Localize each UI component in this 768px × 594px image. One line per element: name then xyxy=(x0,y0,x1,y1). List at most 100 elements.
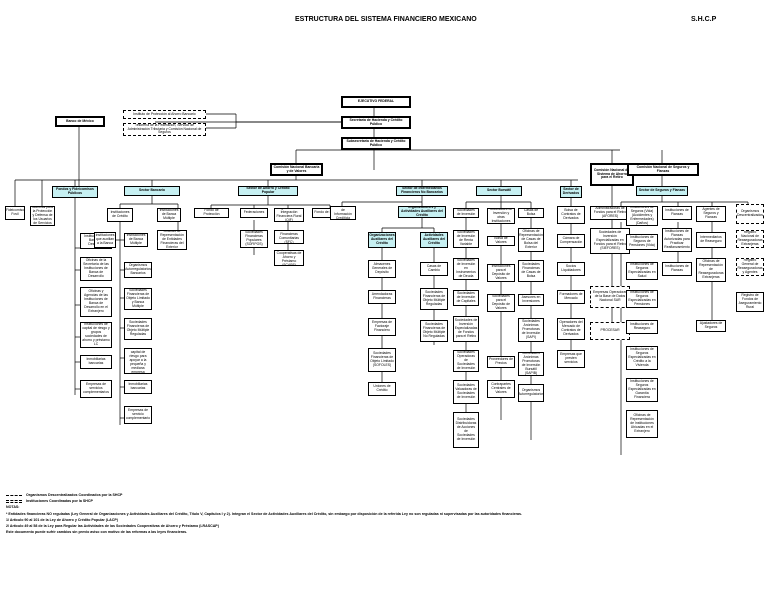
burs-c1-8: Sociedades Distribuidoras de Acciones de… xyxy=(453,412,479,448)
fondos-item-5: Inmobiliarias bancarias xyxy=(80,355,112,369)
legend-2: Instituciones Coordinadas por la SHCP xyxy=(6,498,746,504)
sector-derivados-header: Sector de Derivados xyxy=(560,186,582,198)
burs-c2-4: Sociedades para el Depósito de Valores xyxy=(487,294,515,312)
ahorro-item-3: Sociedades Financieras Populares (SOFIPO… xyxy=(240,230,268,248)
fondos-item-6: Empresas de servicios complementarios xyxy=(80,380,112,398)
bancario-c1-4: Sociedades Financieras de Objeto Múltipl… xyxy=(124,318,152,340)
burs-c3-5: Sociedades Anónimas Promotoras de Invers… xyxy=(518,318,544,342)
sector-intermediarios-header: Sector de Intermediarios Financieros No … xyxy=(396,186,448,196)
burs-c3-1: Casas de Bolsa xyxy=(518,208,544,218)
fondos-item-4: Instituciones de capital de riesgo y gru… xyxy=(80,322,112,348)
seg-c1-3: Instituciones de Seguros Especializadas … xyxy=(626,262,658,280)
banxico-box: Banco de México xyxy=(55,116,105,127)
inter-c1-6: Uniones de Crédito xyxy=(368,382,396,396)
legend-1: Organismos Descentralizados Coordinados … xyxy=(6,492,746,498)
seg-c3-4: Ajustadores de Seguros xyxy=(696,320,726,332)
deriv-1: Bolsa de Contratos de Derivados xyxy=(557,206,585,224)
burs-c3-3: Sociedades Financieras de Casas de Bolsa xyxy=(518,260,544,282)
burs-c1-5: Sociedades de Inversión Especializadas d… xyxy=(453,316,479,342)
bancario-instituciones: Instituciones de Crédito xyxy=(107,208,133,222)
burs-c1-6: Sociedades Operadoras de Sociedades de I… xyxy=(453,350,479,372)
dashed-legend-icon xyxy=(6,494,22,496)
seg-c1-2: Instituciones de Seguros de Pensiones (V… xyxy=(626,234,658,250)
ahorro-item-2: Federaciones xyxy=(240,208,268,218)
burs-c3-2: Oficinas de Representación de Casas de B… xyxy=(518,228,544,252)
burs-c1-3: Sociedades de Inversión en Instrumentos … xyxy=(453,258,479,280)
notes-label: NOTAS: xyxy=(6,505,20,510)
seg-c1-8: Oficinas de Representación de Institucio… xyxy=(626,410,658,438)
burs-c1-1: Sociedades de Inversión xyxy=(453,208,479,218)
fideicomiso-box: Fideicomiso Fovil xyxy=(5,206,25,220)
deriv-3: Socios Liquidadores xyxy=(557,262,585,276)
inter-c1-2: Almacenes Generales de Depósito xyxy=(368,260,396,278)
sar-4: PROCESAR xyxy=(590,322,630,340)
burs-c1-7: Sociedades Valuadoras de Sociedades de I… xyxy=(453,380,479,404)
note-2: 1/ Artículo 90 al 101 de la Ley de Ahorr… xyxy=(6,517,118,522)
burs-c2-5: Contrapartes Centrales de Valores xyxy=(487,380,515,398)
seg-c4-2: Registro Nacional de Reaseguradoras Extr… xyxy=(736,230,764,248)
burs-c3-6: Sociedades Anónimas Promotoras de Invers… xyxy=(518,352,544,376)
seg-c1-4: Instituciones de Seguros Especializadas … xyxy=(626,290,658,308)
inter-c2-4: Sociedades Financieras de Objeto Múltipl… xyxy=(420,320,448,342)
deriv-5: Operadores del Mercado de Contratos de D… xyxy=(557,318,585,340)
sector-bancario-header: Sector Bancario xyxy=(124,186,180,196)
ahorro-item-5: Sociedades Financieras Comunitarias (SFC… xyxy=(274,230,304,244)
note-3: 2/ Artículo 49 al 58 de la Ley para Regu… xyxy=(6,524,219,529)
inter-c1-5: Sociedades Financieras de Objeto Limitad… xyxy=(368,348,396,372)
note-4: Este documento puede sufrir cambios sin … xyxy=(6,530,188,535)
secretaria-box: Secretaría de Hacienda y Crédito Público xyxy=(341,116,411,129)
seg-c4-1: Organismos Descentralizados xyxy=(736,204,764,224)
bancario-c1-5: Inversiones de capital de riesgo para ap… xyxy=(124,348,152,374)
seg-c1-5: Instituciones de Reaseguro xyxy=(626,320,658,334)
tesoreria-box: Tesorería de la Federación, Servicio de … xyxy=(123,123,206,136)
seg-c3-2: Intermediarios de Reaseguro xyxy=(696,232,726,248)
ahorro-item-1: Fondo de Protección xyxy=(194,208,229,218)
seg-c2-3: Instituciones de Fianzas xyxy=(662,262,692,276)
sar-1: Administradoras de Fondos para el Retiro… xyxy=(590,206,630,220)
inter-c2-2: Casas de Cambio xyxy=(420,262,448,276)
inter-c2-3: Sociedades Financieras de Objeto Múltipl… xyxy=(420,288,448,310)
seg-c4-4: Registro de Fondos de Aseguramiento Rura… xyxy=(736,292,764,312)
ejecutivo-federal-box: EJECUTIVO FEDERAL xyxy=(341,96,411,108)
bancario-c1-2: Organismos Autorregulatorios Bancarios xyxy=(124,262,152,278)
burs-c2-2: Bolsa de Valores xyxy=(487,236,515,246)
page-title: ESTRUCTURA DEL SISTEMA FINANCIERO MEXICA… xyxy=(295,16,477,23)
sar-2: Sociedades de Inversión Especializadas e… xyxy=(590,228,630,254)
cnsf-box: Comisión Nacional de Seguros y Fianzas xyxy=(627,163,699,176)
bancario-c1-3: Sociedades Financieras de Objeto Limitad… xyxy=(124,288,152,310)
bancario-c2-2: Oficinas de Representación de Entidades … xyxy=(157,230,187,250)
seg-c1-1: Instituciones de Seguros (Vida) (Acciden… xyxy=(626,206,658,226)
org-act-aux-box: Organizaciones y Actividades Auxiliares … xyxy=(398,206,446,218)
seg-c2-1: Instituciones de Fianzas xyxy=(662,206,692,220)
notes-section: Organismos Descentralizados Coordinados … xyxy=(6,492,746,535)
inter-c1-4: Empresas de Factoraje Financiero xyxy=(368,318,396,336)
cnbv-box: Comisión Nacional Bancaria y de Valores xyxy=(270,163,323,176)
org-aux-box: Organizaciones Auxiliares del Crédito xyxy=(368,232,396,248)
fondos-item-2: Oficinas de la Secretaría de las Institu… xyxy=(80,257,112,281)
burs-c3-4: Asesores en Inversiones xyxy=(518,294,544,306)
burs-c2-3: Instituciones para el Depósito de Valore… xyxy=(487,264,515,282)
burs-c1-2: Sociedades de Inversión de Renta Variabl… xyxy=(453,230,479,248)
note-1: * Entidades financieras NO reguladas (Le… xyxy=(6,511,522,516)
agency-label: S.H.C.P xyxy=(691,16,717,23)
ipab-box: Instituto de Protección al Ahorro Bancar… xyxy=(123,110,206,119)
burs-c1-4: Sociedades de Inversión de Capitales xyxy=(453,290,479,306)
subsecretaria-box: Subsecretaría de Hacienda y Crédito Públ… xyxy=(341,137,411,150)
bancario-c1-6: Inmobiliarias bancarias xyxy=(124,380,152,394)
burs-c2-6: Proveedores de Precios xyxy=(487,356,515,368)
seg-c3-3: Oficinas de Representación de Reasegurad… xyxy=(696,258,726,282)
seg-c3-1: Agentes de Seguros y Fianzas xyxy=(696,206,726,222)
seg-c4-3: Registro General de Reaseguradoras y Age… xyxy=(736,258,764,276)
burs-c3-7: Organismos Autorregulatorios xyxy=(518,384,544,402)
seg-c1-6: Instituciones de Seguros Especializadas … xyxy=(626,346,658,370)
sector-bursatil-header: Sector Bursátil xyxy=(476,186,522,196)
deriv-4: Formadores de Mercado xyxy=(557,290,585,304)
seg-c1-7: Instituciones de Seguros Especializadas … xyxy=(626,378,658,402)
fondos-item-3: Oficinas y Agencias de las Instituciones… xyxy=(80,287,112,317)
sar-3: Empresas Operadoras de la Base de Datos … xyxy=(590,286,630,308)
consar-box: Comisión Nacional del Sistema de Ahorro … xyxy=(590,163,634,186)
bancario-c1-1: Instituciones de Banca Múltiple xyxy=(124,233,148,247)
double-dashed-legend-icon xyxy=(6,499,22,503)
sector-ahorro-header: Sector de Ahorro y Crédito Popular xyxy=(238,186,298,196)
